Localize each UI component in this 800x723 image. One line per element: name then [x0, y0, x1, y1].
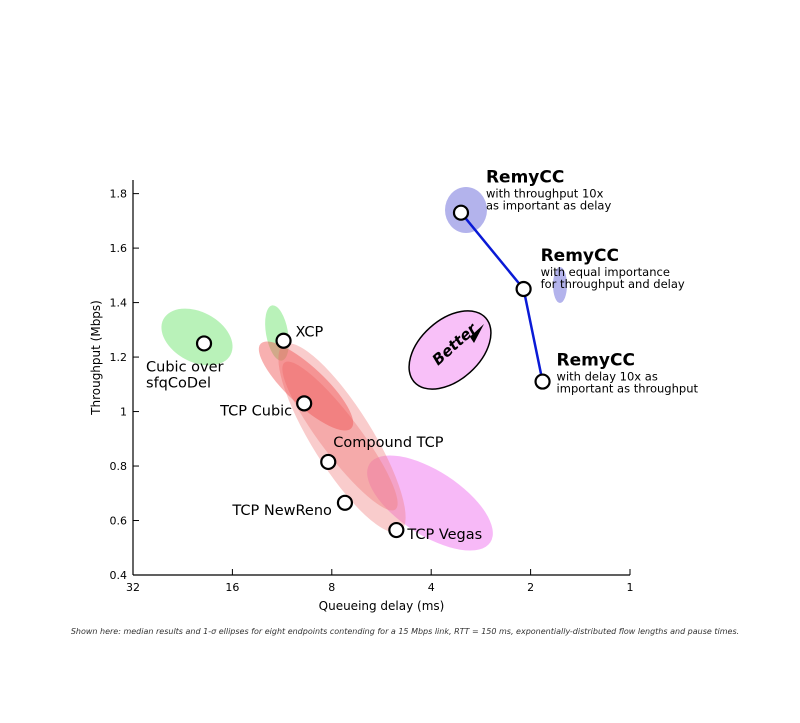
- remy-data-point: [515, 280, 532, 298]
- remy-ellipse-2: [553, 267, 567, 303]
- remy-title: RemyCC: [541, 246, 619, 266]
- compound-tcp-ellipse: [282, 361, 398, 511]
- cubic-codel-ellipse: [161, 308, 233, 366]
- data-point: [336, 494, 354, 511]
- x-tick-label: 32: [126, 581, 140, 594]
- remy-subtitle: with throughput 10x: [486, 187, 604, 201]
- point-label: TCP Cubic: [219, 403, 292, 419]
- point-label: Compound TCP: [333, 435, 444, 451]
- x-tick-label: 1: [627, 581, 634, 594]
- data-point: [320, 453, 337, 471]
- data-point: [296, 395, 313, 412]
- better-ellipse: [408, 310, 492, 390]
- remy-title: RemyCC: [557, 351, 635, 371]
- y-tick-label: 1.2: [110, 351, 128, 364]
- point-label: TCP NewReno: [231, 503, 332, 519]
- y-tick-label: 1.6: [110, 242, 128, 255]
- data-point: [388, 521, 405, 539]
- y-tick-label: 0.6: [110, 515, 128, 528]
- tcp-newreno-ellipse: [278, 343, 406, 533]
- remy-subtitle: for throughput and delay: [541, 277, 685, 291]
- x-tick-label: 16: [225, 581, 239, 594]
- remy-title: RemyCC: [486, 168, 564, 188]
- remy-subtitle: with equal importance: [541, 265, 670, 279]
- data-point: [195, 335, 213, 352]
- remy-data-point: [534, 373, 551, 390]
- y-tick-label: 1: [120, 406, 127, 419]
- y-tick-label: 0.4: [110, 569, 128, 582]
- y-tick-label: 1.4: [110, 297, 128, 310]
- remy-data-point: [452, 204, 470, 221]
- data-point: [275, 332, 292, 349]
- y-tick-label: 1.8: [110, 188, 128, 201]
- point-label: XCP: [296, 325, 324, 341]
- y-tick-label: 0.8: [110, 460, 128, 473]
- better-badge: Better: [408, 310, 492, 390]
- point-label: TCP Vegas: [406, 527, 482, 543]
- tcp-cubic-ellipse: [258, 341, 354, 431]
- remy-subtitle: with delay 10x as: [557, 370, 658, 384]
- remy-subtitle: important as throughput: [557, 382, 699, 396]
- remy-subtitle: as important as delay: [486, 199, 611, 213]
- x-axis-title: Queueing delay (ms): [319, 599, 445, 613]
- tcp-vegas-ellipse: [367, 455, 493, 551]
- chart-caption: Shown here: median results and 1-σ ellip…: [71, 627, 739, 636]
- y-axis-title: Throughput (Mbps): [89, 300, 103, 416]
- points-layer: [195, 204, 551, 539]
- ellipse-layer: [161, 187, 567, 551]
- better-arrow-icon: [462, 324, 484, 344]
- x-tick-label: 4: [428, 581, 435, 594]
- x-tick-label: 2: [527, 581, 534, 594]
- x-tick-label: 8: [328, 581, 335, 594]
